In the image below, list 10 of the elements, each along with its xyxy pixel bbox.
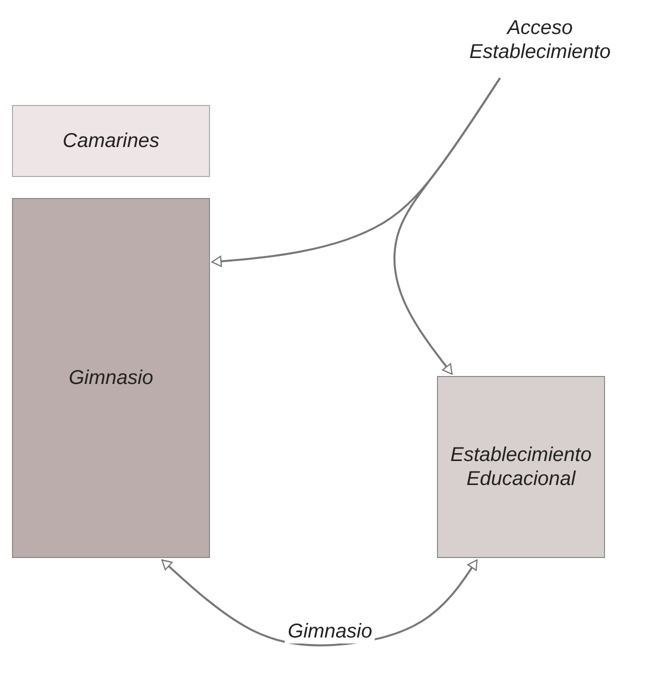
room-box [12, 105, 210, 177]
room-label: Gimnasio [68, 366, 154, 390]
arrow [394, 77, 501, 375]
room-label: Camarines [62, 129, 160, 153]
entrance-label: Acceso Establecimiento [468, 16, 612, 64]
edge-label: Gimnasio [284, 620, 376, 644]
arrow [161, 559, 478, 646]
building-box [437, 376, 605, 558]
room-label: Establecimiento Educacional [449, 443, 593, 491]
room-box [12, 198, 210, 558]
